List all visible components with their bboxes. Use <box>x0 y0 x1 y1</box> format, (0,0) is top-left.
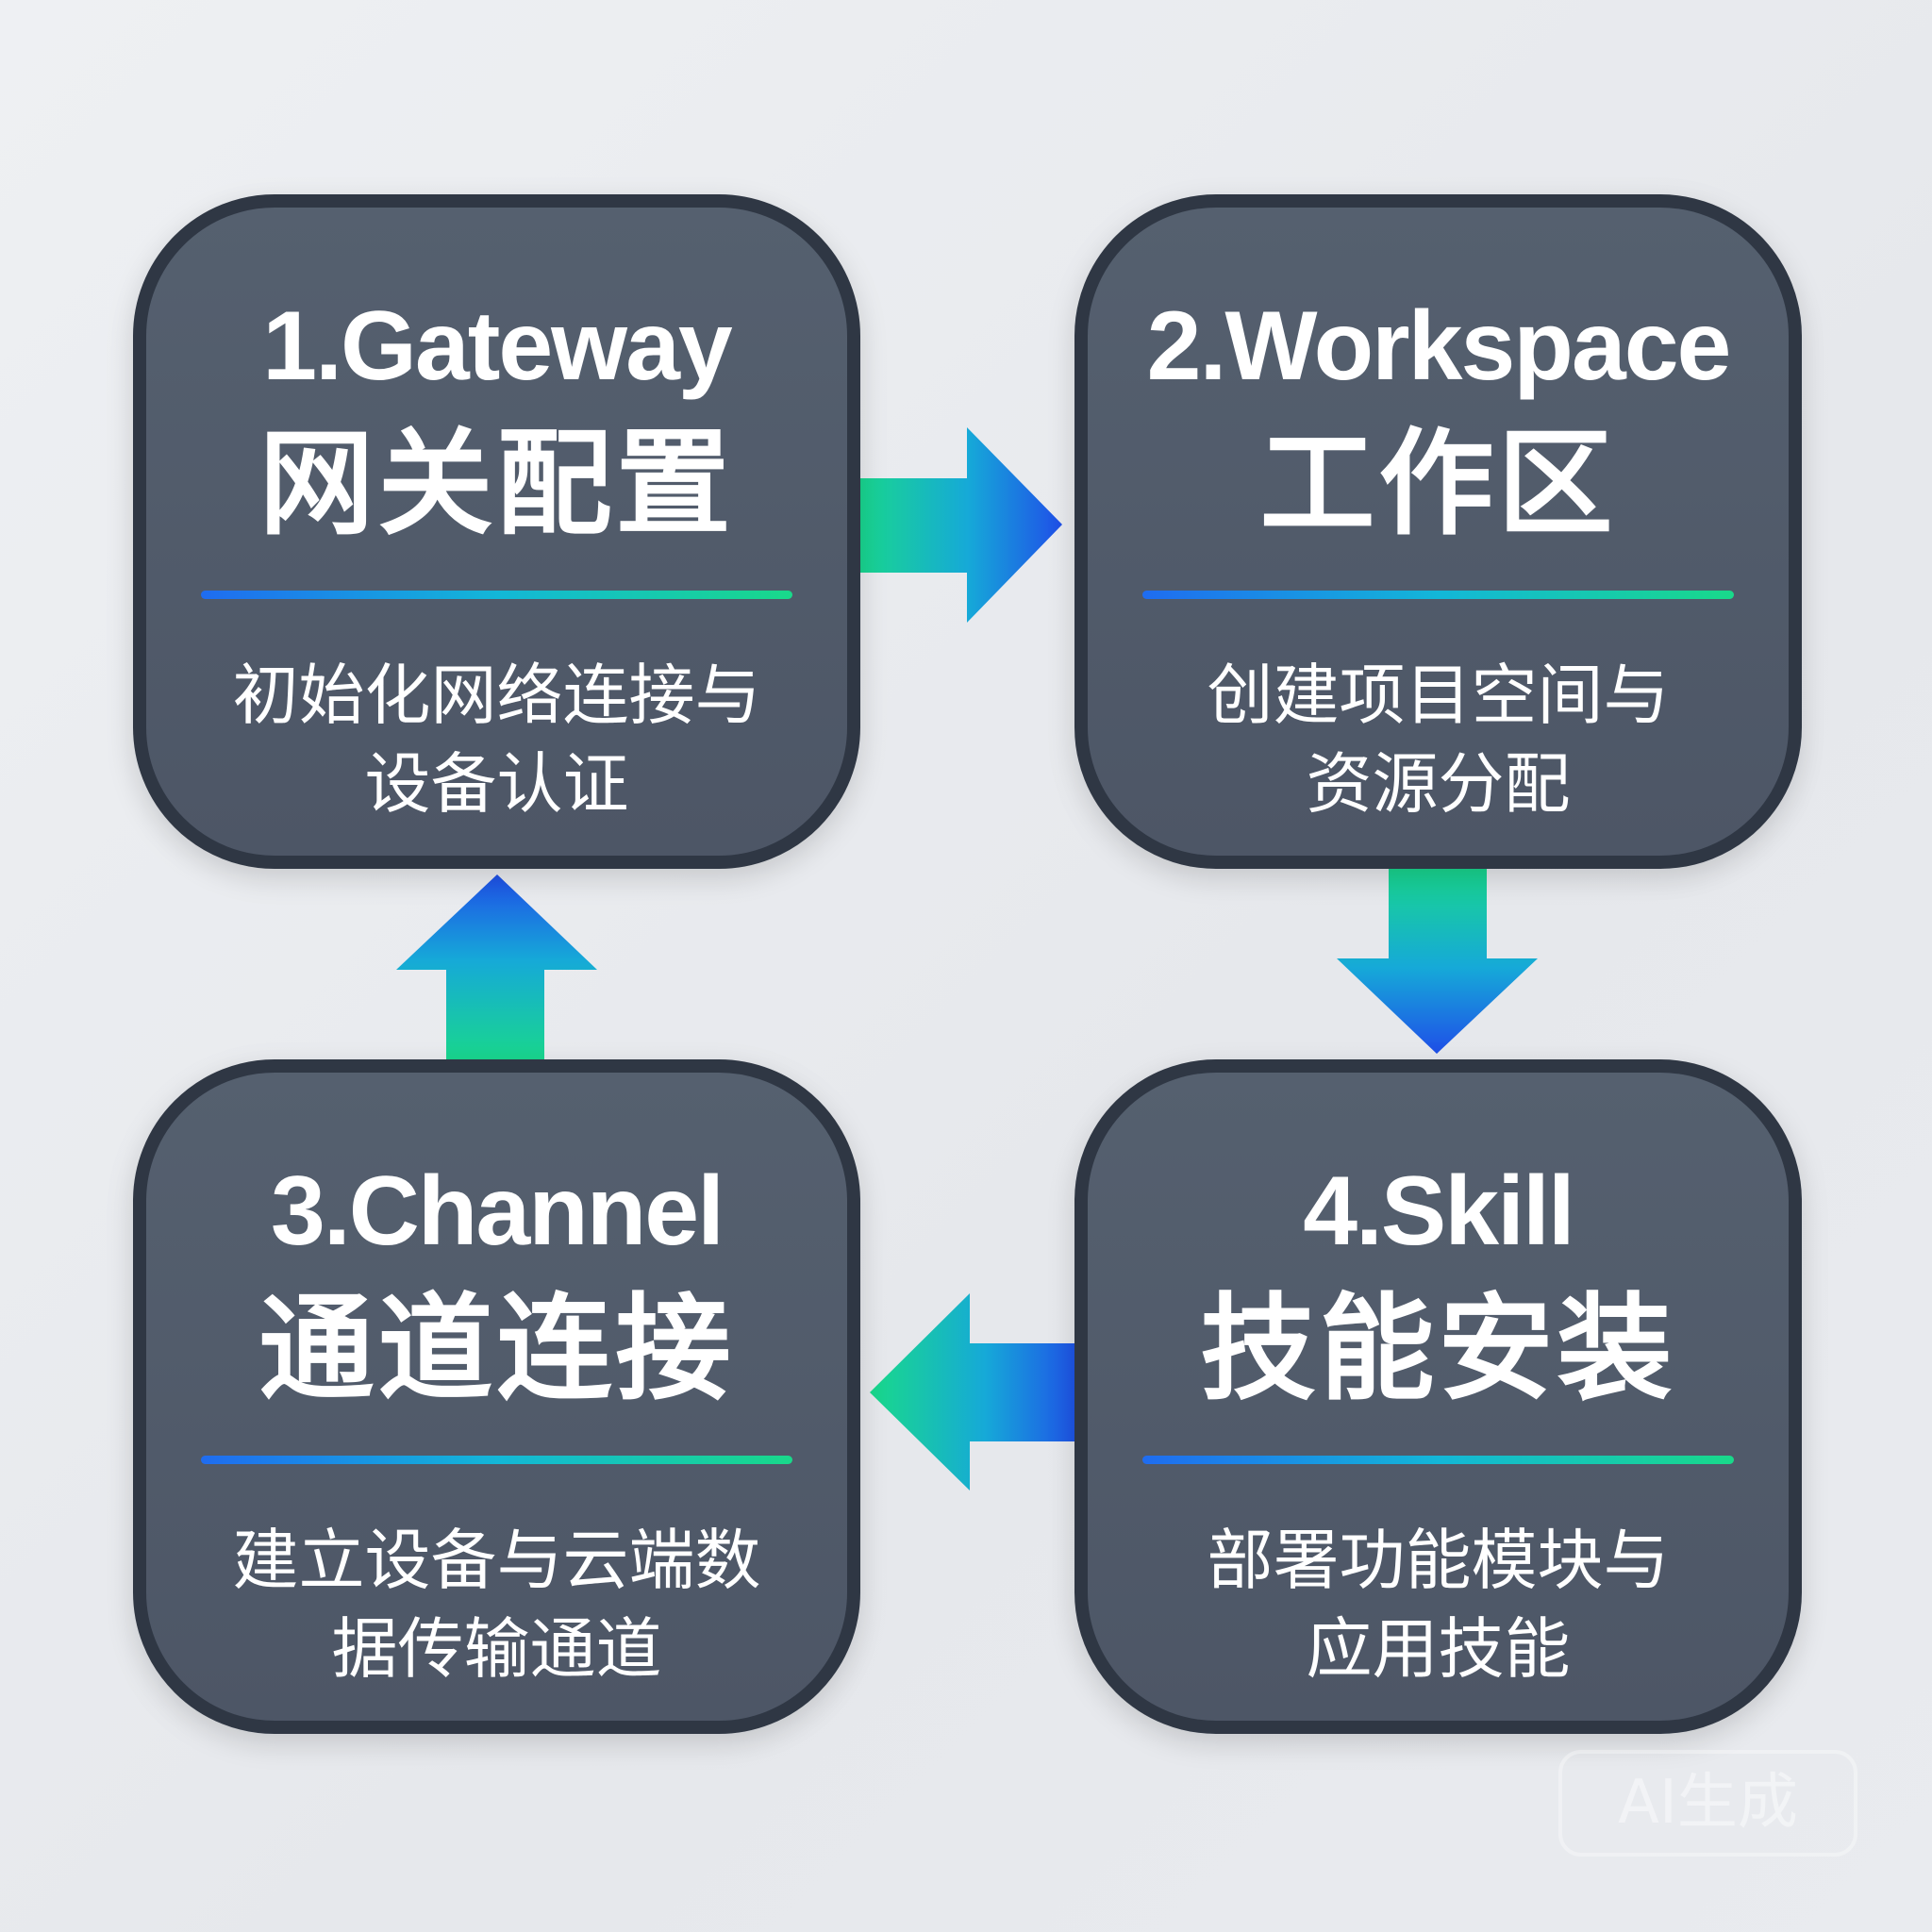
desc-line: 据传输通道 <box>331 1610 662 1688</box>
desc-line: 资源分配 <box>1306 745 1571 823</box>
desc-line: 初始化网络连接与 <box>232 657 761 734</box>
step-card-gateway: 1.Gateway 网关配置 初始化网络连接与 设备认证 <box>133 194 860 869</box>
step-title: 3.Channel <box>271 1157 724 1266</box>
step-title: 2.Workspace <box>1146 291 1732 401</box>
step-card-channel: 3.Channel 通道连接 建立设备与云端数 据传输通道 <box>133 1059 860 1734</box>
arrow-up-3-to-1 <box>396 874 597 1064</box>
desc-line: 建立设备与云端数 <box>232 1522 761 1599</box>
step-name-cn: 工作区 <box>1259 417 1617 551</box>
step-title: 1.Gateway <box>262 291 733 401</box>
arrow-down-2-to-4 <box>1337 863 1538 1054</box>
step-description: 建立设备与云端数 据传输通道 <box>165 1516 828 1693</box>
gradient-divider <box>1142 591 1734 599</box>
desc-line: 应用技能 <box>1306 1610 1571 1688</box>
arrow-right-1-to-2 <box>854 427 1062 623</box>
gradient-divider <box>201 1456 792 1464</box>
step-description: 部署功能模块与 应用技能 <box>1107 1516 1770 1693</box>
step-card-workspace: 2.Workspace 工作区 创建项目空间与 资源分配 <box>1074 194 1802 869</box>
step-name-cn: 通道连接 <box>258 1282 735 1416</box>
desc-line: 创建项目空间与 <box>1207 657 1670 734</box>
step-name-cn: 网关配置 <box>258 417 735 551</box>
arrow-left-4-to-3 <box>870 1293 1080 1491</box>
gradient-divider <box>1142 1456 1734 1464</box>
step-card-skill: 4.Skill 技能安装 部署功能模块与 应用技能 <box>1074 1059 1802 1734</box>
desc-line: 设备认证 <box>364 745 629 823</box>
step-description: 初始化网络连接与 设备认证 <box>165 651 828 828</box>
ai-generated-watermark: AI生成 <box>1558 1750 1857 1857</box>
desc-line: 部署功能模块与 <box>1207 1522 1670 1599</box>
step-title: 4.Skill <box>1303 1157 1575 1266</box>
step-description: 创建项目空间与 资源分配 <box>1107 651 1770 828</box>
gradient-divider <box>201 591 792 599</box>
step-name-cn: 技能安装 <box>1200 1282 1676 1416</box>
